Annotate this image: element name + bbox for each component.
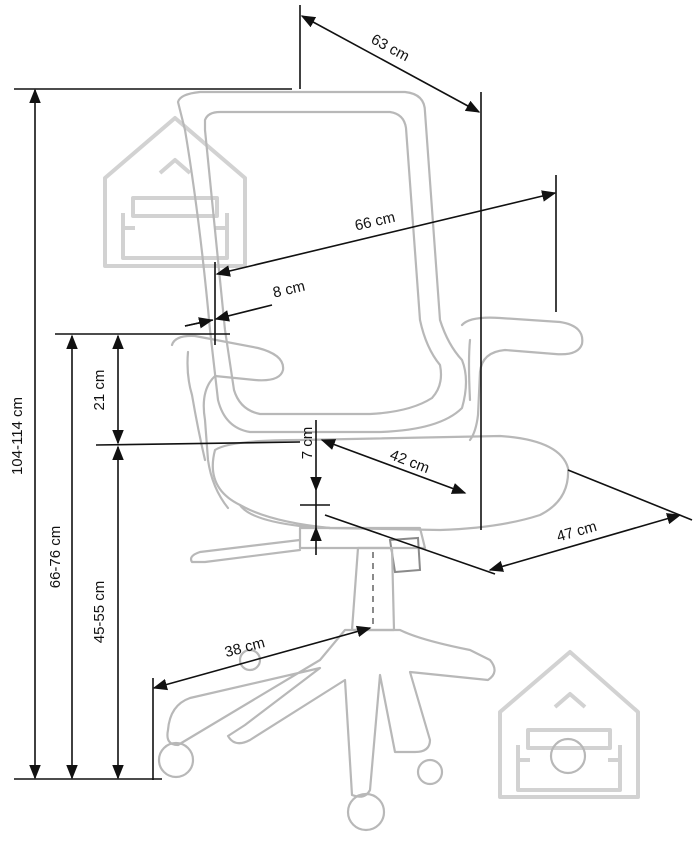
arrow-width-total — [215, 190, 557, 277]
label-depth-total: 63 cm — [368, 31, 412, 65]
arrow-seat-depth — [320, 439, 467, 494]
arrow-armrest-width — [214, 304, 273, 322]
seat — [211, 434, 570, 532]
arrow-seat-width — [488, 513, 682, 572]
label-seat-thickness: 7 cm — [299, 427, 316, 460]
chair-base — [166, 628, 496, 798]
caster — [549, 737, 587, 775]
backrest-mesh — [203, 110, 443, 416]
arrow-depth-total — [300, 15, 481, 113]
house-sofa-watermark-icon — [103, 116, 247, 268]
caster — [416, 758, 444, 786]
left-armrest — [170, 334, 285, 510]
dimension-arrows — [29, 15, 682, 780]
backrest-frame — [176, 90, 468, 434]
caster — [157, 741, 195, 779]
house-sofa-watermark-icon — [498, 650, 640, 799]
dimension-labels: 63 cm 66 cm 8 cm 104-114 cm 66-76 cm 21 … — [9, 31, 599, 661]
right-armrest — [460, 316, 584, 442]
arrow-base-radius — [152, 625, 372, 691]
seat-underside — [238, 503, 332, 530]
label-armrest-to-seat: 21 cm — [91, 370, 108, 411]
label-seat-width: 47 cm — [555, 518, 599, 546]
label-seat-height: 45-55 cm — [91, 581, 108, 644]
reference-lines — [14, 5, 693, 780]
label-width-total: 66 cm — [353, 209, 397, 235]
label-height-total: 104-114 cm — [9, 397, 26, 475]
mechanism — [298, 526, 427, 550]
caster — [346, 792, 386, 832]
label-armrest-width: 8 cm — [271, 278, 307, 302]
tilt-lever — [189, 538, 302, 564]
chair-illustration — [157, 90, 587, 832]
label-armrest-height: 66-76 cm — [47, 526, 64, 589]
